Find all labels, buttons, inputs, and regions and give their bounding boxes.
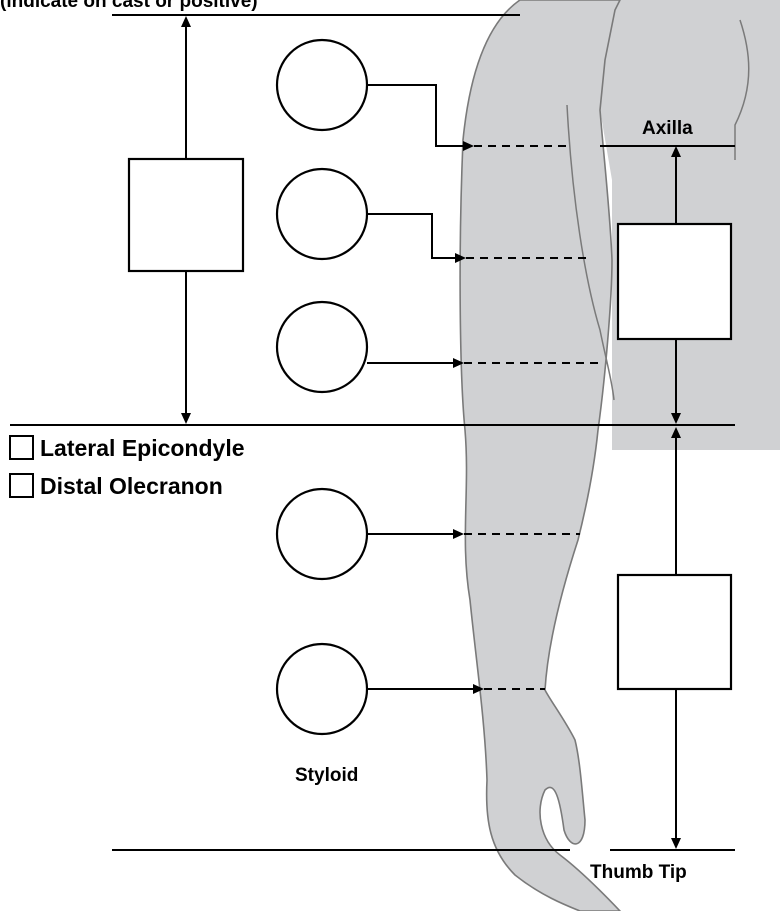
connector-1 xyxy=(367,85,468,146)
distal-olecranon-checkbox[interactable] xyxy=(10,474,33,497)
connector-2 xyxy=(367,214,460,258)
circumference-field-5[interactable] xyxy=(277,644,367,734)
arrowhead-down xyxy=(181,413,191,424)
distal-olecranon-label: Distal Olecranon xyxy=(40,473,223,499)
circumference-field-4[interactable] xyxy=(277,489,367,579)
thumb-tip-label: Thumb Tip xyxy=(590,862,687,883)
lateral-epicondyle-checkbox[interactable] xyxy=(10,436,33,459)
circumference-field-2[interactable] xyxy=(277,169,367,259)
arrowhead-down xyxy=(671,838,681,849)
lateral-epicondyle-label: Lateral Epicondyle xyxy=(40,435,245,461)
circumference-field-1[interactable] xyxy=(277,40,367,130)
axilla-elbow-length-field[interactable] xyxy=(618,224,731,339)
header-instruction: (indicate on cast or positive) xyxy=(0,0,258,12)
styloid-label: Styloid xyxy=(295,765,358,786)
elbow-thumb-length-field[interactable] xyxy=(618,575,731,689)
arm-silhouette xyxy=(460,0,620,911)
circumference-field-3[interactable] xyxy=(277,302,367,392)
upper-length-field[interactable] xyxy=(129,159,243,271)
axilla-label: Axilla xyxy=(642,118,693,139)
arrowhead-up xyxy=(181,16,191,27)
connector-arrowhead xyxy=(453,529,464,539)
